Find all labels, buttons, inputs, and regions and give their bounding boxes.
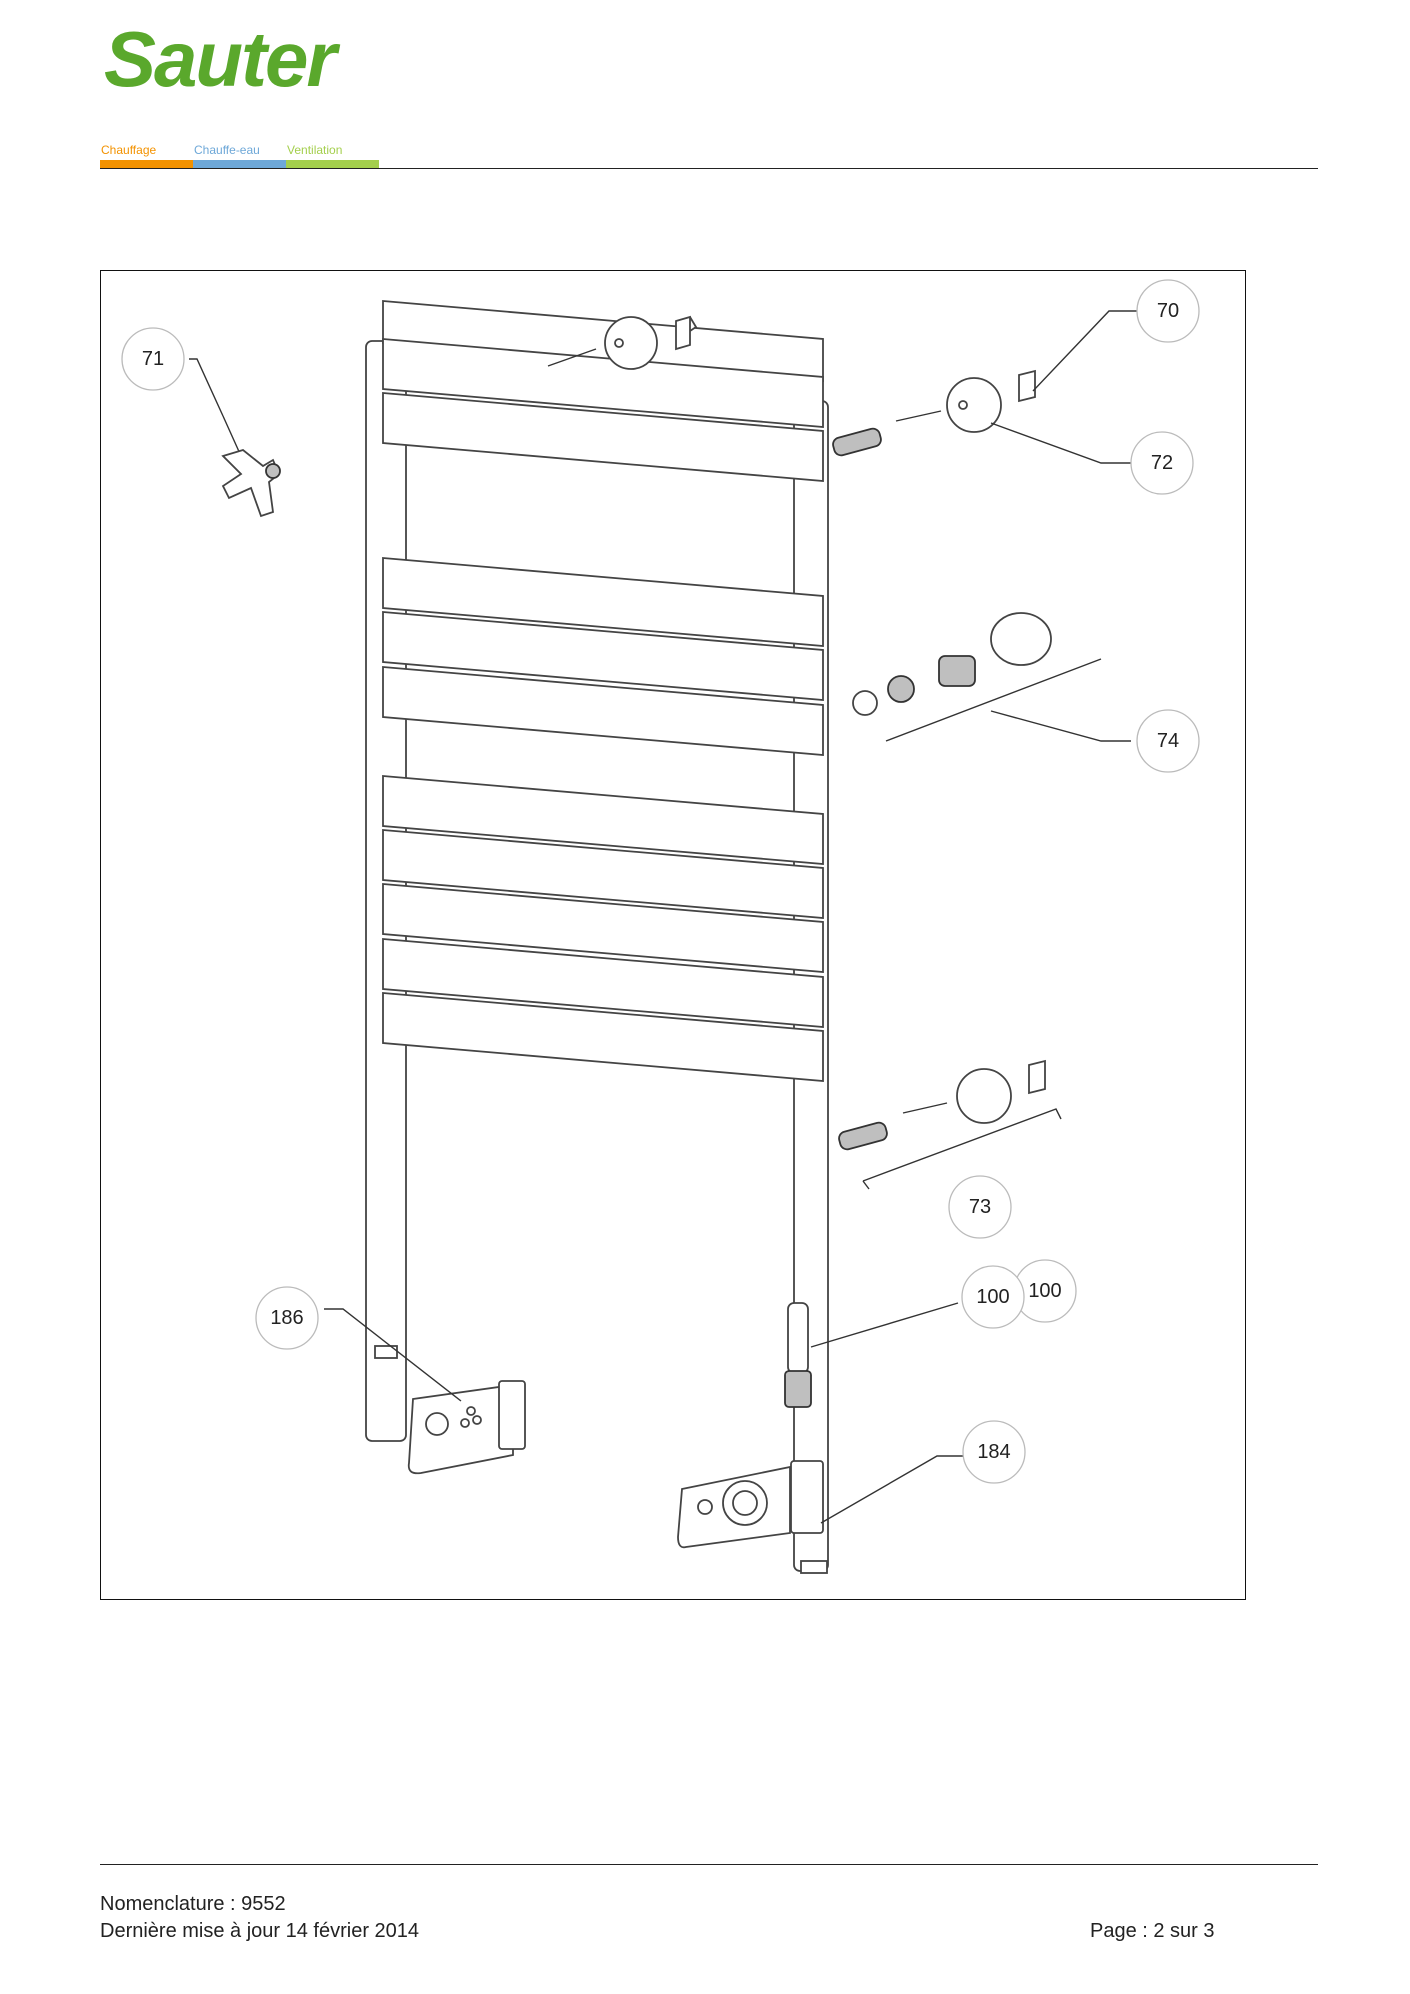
- exploded-view-diagram: 70 71 72 74 73 100 100 186: [121, 279, 1200, 1574]
- callout-label: 184: [977, 1441, 1010, 1463]
- radiator-foot: [374, 1345, 398, 1359]
- fixing-disk: [887, 675, 915, 703]
- radiator-foot: [800, 1560, 828, 1574]
- wall-cap-73: [956, 1068, 1012, 1124]
- spacer-sleeve: [990, 612, 1052, 666]
- heating-element-100: [784, 1302, 812, 1408]
- category-label: Chauffage: [101, 143, 157, 157]
- wall-cap-72: [946, 377, 1002, 433]
- sauter-logo: Sauter: [104, 22, 342, 102]
- callout-73: 73: [948, 1175, 1012, 1239]
- wall-cap: [604, 316, 658, 370]
- callout-72: 72: [1130, 431, 1194, 495]
- last-update-text: Dernière mise à jour 14 février 2014: [100, 1920, 420, 1942]
- footer-divider: [100, 1864, 1318, 1865]
- callout-label: 71: [142, 348, 164, 370]
- exploded-view-frame: 70 71 72 74 73 100 100 186: [100, 270, 1246, 1600]
- callout-label: 186: [270, 1307, 303, 1329]
- callout-100-right: 100: [1013, 1259, 1077, 1323]
- callout-label: 100: [976, 1286, 1009, 1308]
- category-chauffage: Chauffage: [100, 140, 193, 168]
- control-box-184: [677, 1460, 824, 1549]
- category-label: Chauffe-eau: [194, 143, 260, 157]
- category-bar: [100, 160, 193, 168]
- wall-cap-hole: [958, 400, 968, 410]
- control-box-184-clamp: [790, 1460, 824, 1534]
- radiator-slat: [382, 392, 824, 482]
- wall-bracket: [675, 315, 698, 351]
- fixing-nut: [938, 655, 976, 687]
- radiator-slat: [382, 611, 824, 701]
- callout-71: 71: [121, 327, 185, 391]
- radiator-slat: [382, 557, 824, 647]
- part-74-assembly: [852, 612, 1102, 742]
- category-label: Ventilation: [287, 143, 343, 157]
- heating-element-tube: [787, 1302, 809, 1374]
- towel-radiator: [365, 300, 829, 1574]
- callout-74: 74: [1136, 709, 1200, 773]
- callout-70: 70: [1136, 279, 1200, 343]
- top-mounting-kit: [547, 315, 698, 370]
- category-bars: Chauffage Chauffe-eau Ventilation: [100, 140, 380, 170]
- nomenclature-text: Nomenclature : 9552: [100, 1893, 286, 1915]
- radiator-slat: [382, 829, 824, 919]
- page-number-text: Page : 2 sur 3: [1090, 1920, 1215, 1942]
- wall-cap-hole: [614, 338, 624, 348]
- callout-100: 100: [961, 1265, 1025, 1329]
- callout-label: 74: [1157, 730, 1179, 752]
- radiator-slats: [382, 300, 824, 1082]
- category-ventilation: Ventilation: [286, 140, 379, 168]
- category-bar: [193, 160, 286, 168]
- valve-key-shape: [221, 449, 281, 518]
- radiator-slat: [382, 338, 824, 428]
- radiator-slat: [382, 666, 824, 756]
- radiator-slat: [382, 992, 824, 1082]
- part-72-assembly: [832, 369, 1036, 457]
- washer: [852, 690, 878, 716]
- control-knob: [425, 1412, 449, 1436]
- part-73-assembly: [838, 1059, 1062, 1190]
- callout-184: 184: [962, 1420, 1026, 1484]
- callout-label: 72: [1151, 452, 1173, 474]
- heating-element-thread: [784, 1370, 812, 1408]
- radiator-slat: [382, 775, 824, 865]
- radiator-slat: [382, 883, 824, 973]
- control-box-186: [407, 1380, 526, 1475]
- wall-bracket-73: [1028, 1059, 1046, 1095]
- callout-label: 70: [1157, 300, 1179, 322]
- wall-plug-73: [838, 1121, 888, 1151]
- wall-plug: [832, 427, 882, 457]
- header-divider: [100, 168, 1318, 169]
- control-box-body: [407, 1383, 514, 1475]
- category-chauffe-eau: Chauffe-eau: [193, 140, 286, 168]
- wall-bracket-70: [1018, 369, 1036, 403]
- radiator-slat: [382, 938, 824, 1028]
- callout-label: 73: [969, 1196, 991, 1218]
- callout-label: 100: [1028, 1280, 1061, 1302]
- category-bar: [286, 160, 379, 168]
- valve-key-71: [221, 449, 281, 518]
- control-box-clamp: [498, 1380, 526, 1450]
- callout-186: 186: [255, 1286, 319, 1350]
- brand-name: Sauter: [104, 22, 340, 102]
